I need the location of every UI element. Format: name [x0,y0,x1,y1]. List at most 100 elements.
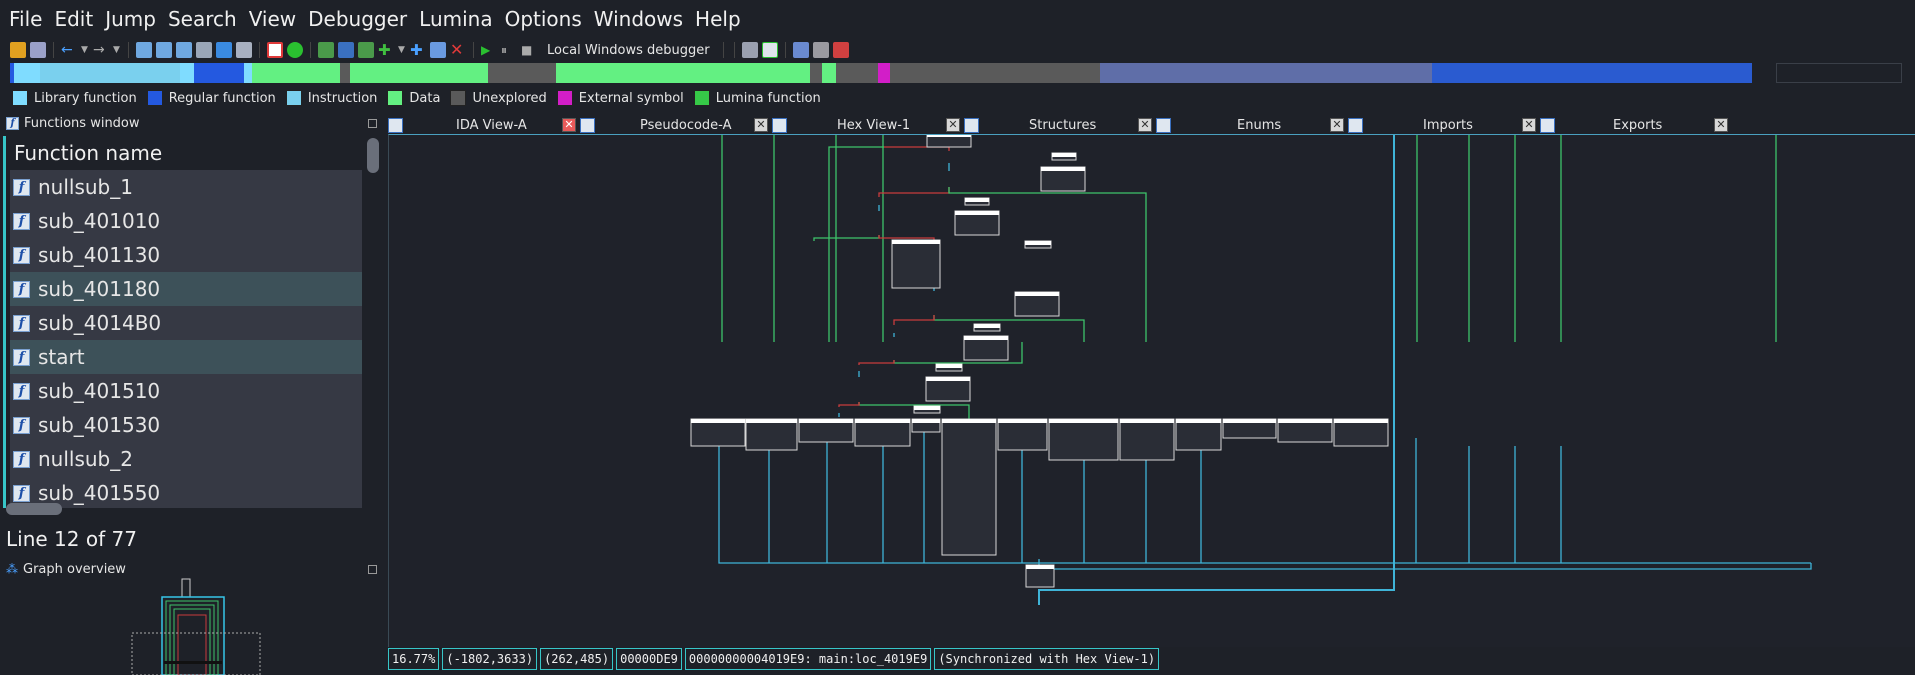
refresh-icon[interactable] [761,42,778,58]
tab-ida-view-a[interactable]: IDA View-A ✕ [388,116,576,134]
forward-dropdown-icon[interactable]: ▼ [113,45,120,55]
legend-regular-function: Regular function [146,90,276,106]
menu-jump[interactable]: Jump [105,7,156,31]
add-enum-icon[interactable]: ✚ [410,41,423,59]
vertical-scrollbar[interactable] [366,136,380,508]
tab-exports[interactable]: Exports ✕ [1540,116,1728,134]
scrollbar-thumb[interactable] [367,138,379,173]
close-pane-icon[interactable] [368,565,377,574]
overview-viewport[interactable] [131,632,261,675]
flow-chart-icon[interactable] [812,42,829,58]
cfg-node[interactable] [941,418,997,556]
menu-view[interactable]: View [248,7,297,31]
plus-icon[interactable]: ✚ [378,41,391,59]
debugger-select[interactable]: Local Windows debugger [547,42,710,58]
cfg-node[interactable] [1048,418,1119,461]
graph-overview[interactable] [120,575,280,675]
rename-icon[interactable] [430,42,446,58]
close-tab-icon[interactable]: ✕ [946,118,960,132]
ida-view-graph[interactable] [388,134,1915,647]
green-circle-icon[interactable] [287,42,303,58]
cfg-node[interactable] [690,418,746,447]
menu-lumina[interactable]: Lumina [419,7,493,31]
start-debug-icon[interactable]: ▶ [481,43,491,57]
tab-imports[interactable]: Imports ✕ [1348,116,1536,134]
delete-icon[interactable]: ✕ [450,40,464,59]
stop-icon[interactable]: ■ [521,43,533,57]
cfg-edge [858,360,895,365]
back-dropdown-icon[interactable]: ▼ [81,45,88,55]
edit-function-icon[interactable] [338,42,354,58]
warning-icon[interactable] [267,42,283,58]
plus-dropdown-icon[interactable]: ▼ [398,45,405,55]
open-folder-icon[interactable] [10,42,26,58]
flag-icon[interactable] [832,42,849,58]
tab-pseudocode-a[interactable]: Pseudocode-A ✕ [580,116,768,134]
pseudocode-icon [580,117,595,133]
function-icon: f [13,212,30,230]
close-pane-icon[interactable] [368,119,377,128]
close-tab-icon[interactable]: ✕ [562,118,576,132]
menu-edit[interactable]: Edit [54,7,94,31]
cfg-node[interactable] [1119,418,1175,461]
graph-icon[interactable] [792,42,809,58]
cfg-node[interactable] [891,239,941,289]
navigation-band-scroll[interactable] [1776,63,1902,83]
toolbar-separator [473,42,474,58]
search-immediate-icon[interactable] [176,42,192,58]
forward-arrow-icon[interactable]: → [93,42,105,58]
legend-swatch [450,90,467,106]
control-flow-graph[interactable] [389,134,1915,648]
save-icon[interactable] [30,42,46,58]
navigation-band[interactable] [10,63,1752,83]
menu-search[interactable]: Search [167,7,237,31]
back-arrow-icon[interactable]: ← [61,42,73,58]
cfg-node-header [1334,419,1388,423]
pause-icon[interactable]: ⏸ [501,43,508,57]
search-binary-icon[interactable] [156,42,172,58]
cfg-node[interactable] [997,418,1048,451]
close-tab-icon[interactable]: ✕ [1138,118,1152,132]
cfg-node-header [892,240,940,244]
close-tab-icon[interactable]: ✕ [1330,118,1344,132]
close-tab-icon[interactable]: ✕ [1522,118,1536,132]
cfg-node[interactable] [1333,418,1389,447]
ascii-icon[interactable] [236,42,252,58]
legend-swatch [285,90,302,106]
search-text-icon[interactable] [136,42,152,58]
tab-hex-view-1[interactable]: Hex View-1 ✕ [772,116,960,134]
code-icon[interactable] [196,42,212,58]
data-icon[interactable] [216,42,232,58]
cfg-node[interactable] [1175,418,1222,451]
menu-windows[interactable]: Windows [593,7,684,31]
attach-process-icon[interactable] [741,42,758,58]
menu-file[interactable]: File [9,7,43,31]
menu-debugger[interactable]: Debugger [308,7,408,31]
menu-help[interactable]: Help [695,7,741,31]
horizontal-scrollbar[interactable] [6,503,62,515]
cfg-node-header [942,419,996,423]
tab-structures[interactable]: Structures ✕ [964,116,1152,134]
cfg-node[interactable] [854,418,911,447]
close-tab-icon[interactable]: ✕ [1714,118,1728,132]
cfg-edge [1039,563,1812,570]
cfg-node[interactable] [745,418,798,451]
add-struct-icon[interactable] [358,42,374,58]
status-graph-size: (262,485) [540,648,614,670]
tab-enums[interactable]: Enums ✕ [1156,116,1344,134]
column-header-function-name[interactable]: Function name [14,141,163,165]
menu-options[interactable]: Options [504,7,582,31]
close-tab-icon[interactable]: ✕ [754,118,768,132]
add-function-icon[interactable] [318,42,334,58]
